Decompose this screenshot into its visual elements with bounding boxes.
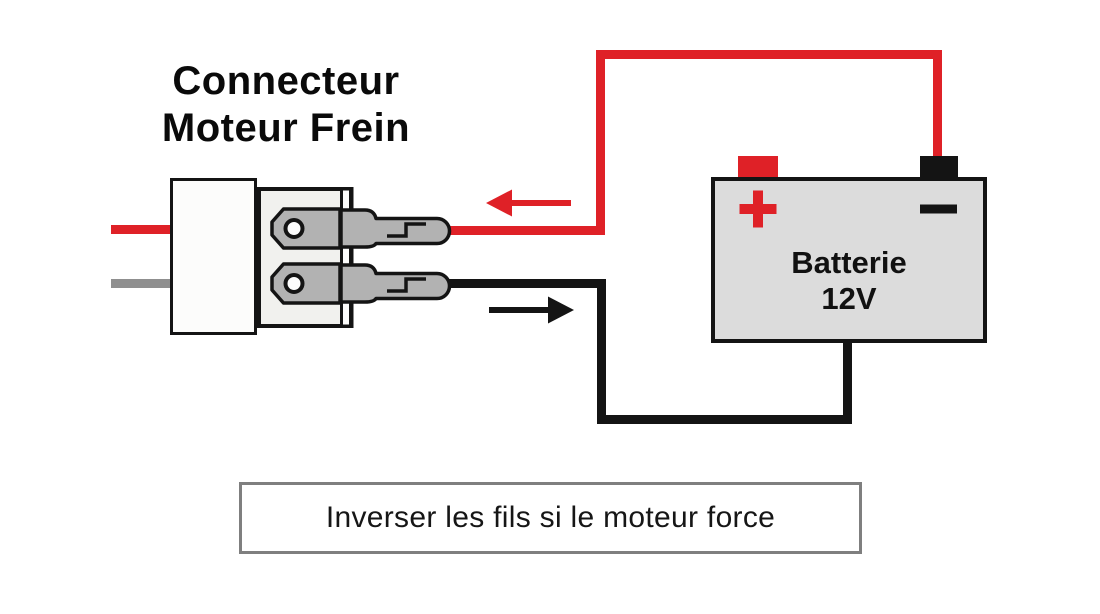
battery-label-line2: 12V [821,281,877,316]
terminal-bottom-hole [283,273,305,294]
connector-rear-shell [170,178,257,335]
terminal-top [270,207,452,250]
minus-icon [920,204,957,214]
battery-positive-terminal [738,156,778,180]
terminal-bottom-blade [339,263,452,304]
black-circuit-wire [440,279,852,424]
diagram-title: Connecteur Moteur Frein [95,58,477,152]
caption-text: Inverser les fils si le moteur force [325,501,776,534]
terminal-bottom-crimp-mark [387,277,426,293]
plus-icon-vbar [753,190,763,228]
arrow-left-head [486,189,512,217]
terminal-top-hole [283,218,305,239]
arrow-left-icon [486,189,571,217]
connector-flange [340,187,352,328]
terminal-top-crimp-mark [387,222,426,238]
red-circuit-wire [440,50,942,235]
plus-icon [739,190,777,228]
battery-label-line1: Batterie [791,245,907,280]
terminal-top-spade [270,207,342,250]
diagram-title-line1: Connecteur [172,59,400,103]
arrow-right-icon [489,296,574,324]
terminal-top-blade [339,208,452,249]
battery-negative-terminal [920,156,958,180]
caption-box: Inverser les fils si le moteur force [239,482,862,554]
battery-label: Batterie 12V [713,245,985,317]
diagram-title-line2: Moteur Frein [161,106,411,150]
terminal-bottom [270,262,452,305]
arrow-right-head [548,296,574,324]
terminal-bottom-spade [270,262,342,305]
